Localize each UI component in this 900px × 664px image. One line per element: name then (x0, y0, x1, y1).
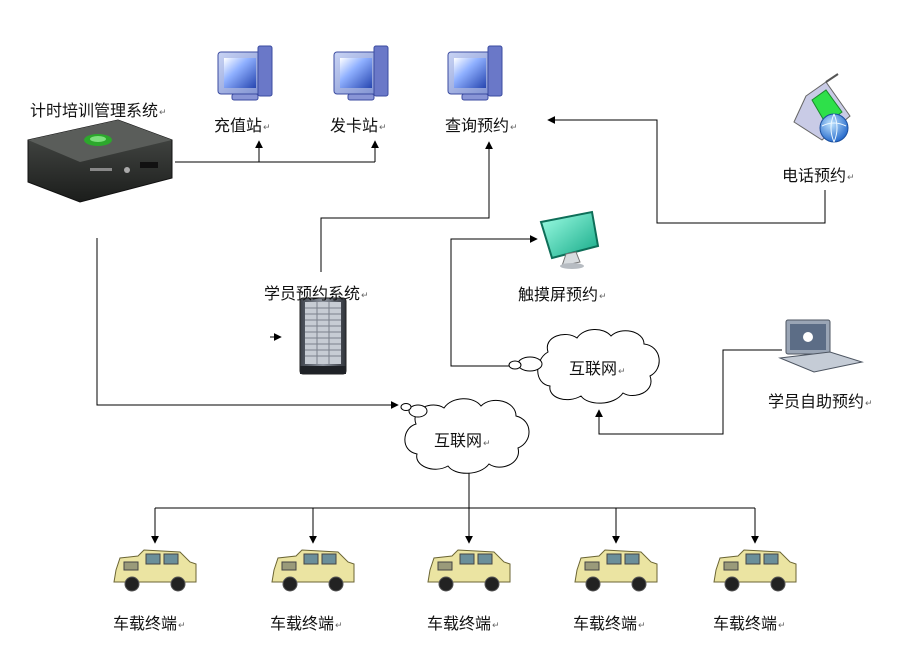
arrow-internet-to-touchscreen (450, 235, 538, 367)
query-booking-monitor-icon (447, 45, 503, 101)
connection-lines (96, 116, 826, 544)
mobile-phone-icon (793, 73, 851, 143)
jeep-icon (713, 549, 797, 592)
card-issue-monitor-icon (333, 45, 389, 101)
recharge-station-label: 充值站 (214, 112, 271, 136)
internet-upper-label: 互联网 (569, 355, 626, 379)
jeep-icon (574, 549, 658, 592)
card-issue-station-label: 发卡站 (330, 112, 387, 136)
internet-lower-label: 互联网 (434, 427, 491, 451)
server-rack-icon (299, 297, 347, 375)
arrow-to-query-booking (320, 141, 493, 272)
vehicle-terminal-label: 车载终端 (427, 610, 500, 634)
jeep-icon (113, 549, 197, 592)
jeep-icon (271, 549, 355, 592)
arrow-laptop-to-internet (595, 349, 782, 435)
query-booking-label: 查询预约 (445, 112, 518, 136)
vehicle-terminal-label: 车载终端 (270, 610, 343, 634)
jeep-icon (427, 549, 511, 592)
vehicle-terminal-label: 车载终端 (573, 610, 646, 634)
touchscreen-booking-label: 触摸屏预约 (518, 281, 607, 305)
phone-booking-label: 电话预约 (782, 162, 855, 186)
student-booking-system-label: 学员预约系统 (264, 280, 369, 304)
arrow-phone-to-query (547, 116, 826, 224)
training-system-label: 计时培训管理系统 (30, 97, 167, 121)
self-service-booking-label: 学员自助预约 (768, 388, 873, 412)
vehicle-terminal-label: 车载终端 (113, 610, 186, 634)
vehicle-terminal-label: 车载终端 (713, 610, 786, 634)
arrow-console-to-internet (96, 238, 399, 409)
game-console-icon (27, 119, 173, 203)
recharge-monitor-icon (217, 45, 273, 101)
lcd-monitor-icon (539, 210, 600, 269)
laptop-icon (778, 319, 864, 373)
